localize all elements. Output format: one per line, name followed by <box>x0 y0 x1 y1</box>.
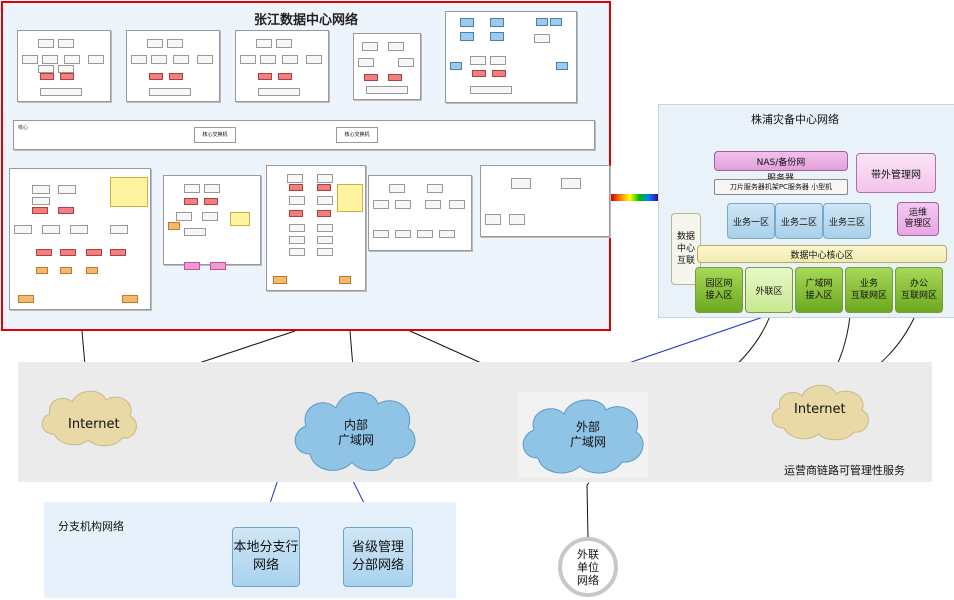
zone-panel-6 <box>9 168 151 310</box>
dc-core-zone: 数据中心核心区 <box>697 245 947 263</box>
rainbow-connector <box>611 194 658 201</box>
zone-panel-2 <box>126 30 220 102</box>
internet-right-label: Internet <box>794 402 846 417</box>
internet-cloud-left <box>41 390 137 447</box>
core-switch-2: 核心交换机 <box>336 127 378 143</box>
zhupu-dr-panel: 株浦灾备中心网络 NAS/备份网 服务器 刀片服务器机架PC服务器 小型机 带外… <box>658 104 954 318</box>
internal-wan-cloud <box>294 392 416 471</box>
nas-backup-net: NAS/备份网 <box>714 151 848 171</box>
zhupu-title: 株浦灾备中心网络 <box>751 113 839 126</box>
wan-access-zone: 广域网 接入区 <box>795 267 843 313</box>
zone-panel-1 <box>17 30 111 102</box>
office-internet-zone: 办公 互联网区 <box>895 267 943 313</box>
zone-panel-7 <box>163 175 261 270</box>
external-unit-label: 外联 单位 网络 <box>577 547 599 587</box>
link-external-unit <box>586 484 589 539</box>
core-left-label: 核心 <box>18 125 29 131</box>
business-zone-1: 业务一区 <box>727 203 775 239</box>
zone-panel-4 <box>353 33 421 100</box>
ops-mgmt-zone: 运维 管理区 <box>897 202 939 236</box>
zone-panel-8 <box>266 165 366 291</box>
business-internet-zone: 业务 互联网区 <box>845 267 893 313</box>
carrier-service-label: 运营商链路可管理性服务 <box>784 464 905 477</box>
out-of-band-mgmt: 带外管理网 <box>856 153 936 193</box>
dci-interconnect: 数据 中心 互联 <box>671 213 701 285</box>
internal-wan-label: 内部 广域网 <box>338 418 375 447</box>
external-wan-label: 外部 广域网 <box>570 420 607 449</box>
blade-server-rack: 刀片服务器机架PC服务器 小型机 <box>714 179 848 195</box>
zhangjiang-title: 张江数据中心网络 <box>253 13 358 28</box>
campus-access-zone: 园区网 接入区 <box>695 267 743 313</box>
external-wan-cloud <box>518 392 648 478</box>
zone-panel-5 <box>445 11 577 103</box>
provincial-branch-network: 省级管理 分部网络 <box>343 527 413 587</box>
zone-panel-9 <box>368 175 472 251</box>
business-zone-3: 业务三区 <box>823 203 871 239</box>
core-switch-1: 核心交换机 <box>194 127 236 143</box>
zone-panel-10 <box>480 165 610 237</box>
internet-cloud-right <box>771 384 869 441</box>
local-branch-network: 本地分支行 网络 <box>232 527 300 587</box>
external-unit-network: 外联 单位 网络 <box>558 537 618 597</box>
zhangjiang-datacenter-panel: 张江数据中心网络 <box>1 1 611 331</box>
zone-panel-3 <box>235 30 329 102</box>
internet-left-label: Internet <box>68 417 120 432</box>
branch-title: 分支机构网络 <box>58 520 124 533</box>
core-switch-bar: 核心 核心交换机 核心交换机 <box>13 120 595 150</box>
business-zone-2: 业务二区 <box>775 203 823 239</box>
extranet-zone: 外联区 <box>745 267 793 313</box>
